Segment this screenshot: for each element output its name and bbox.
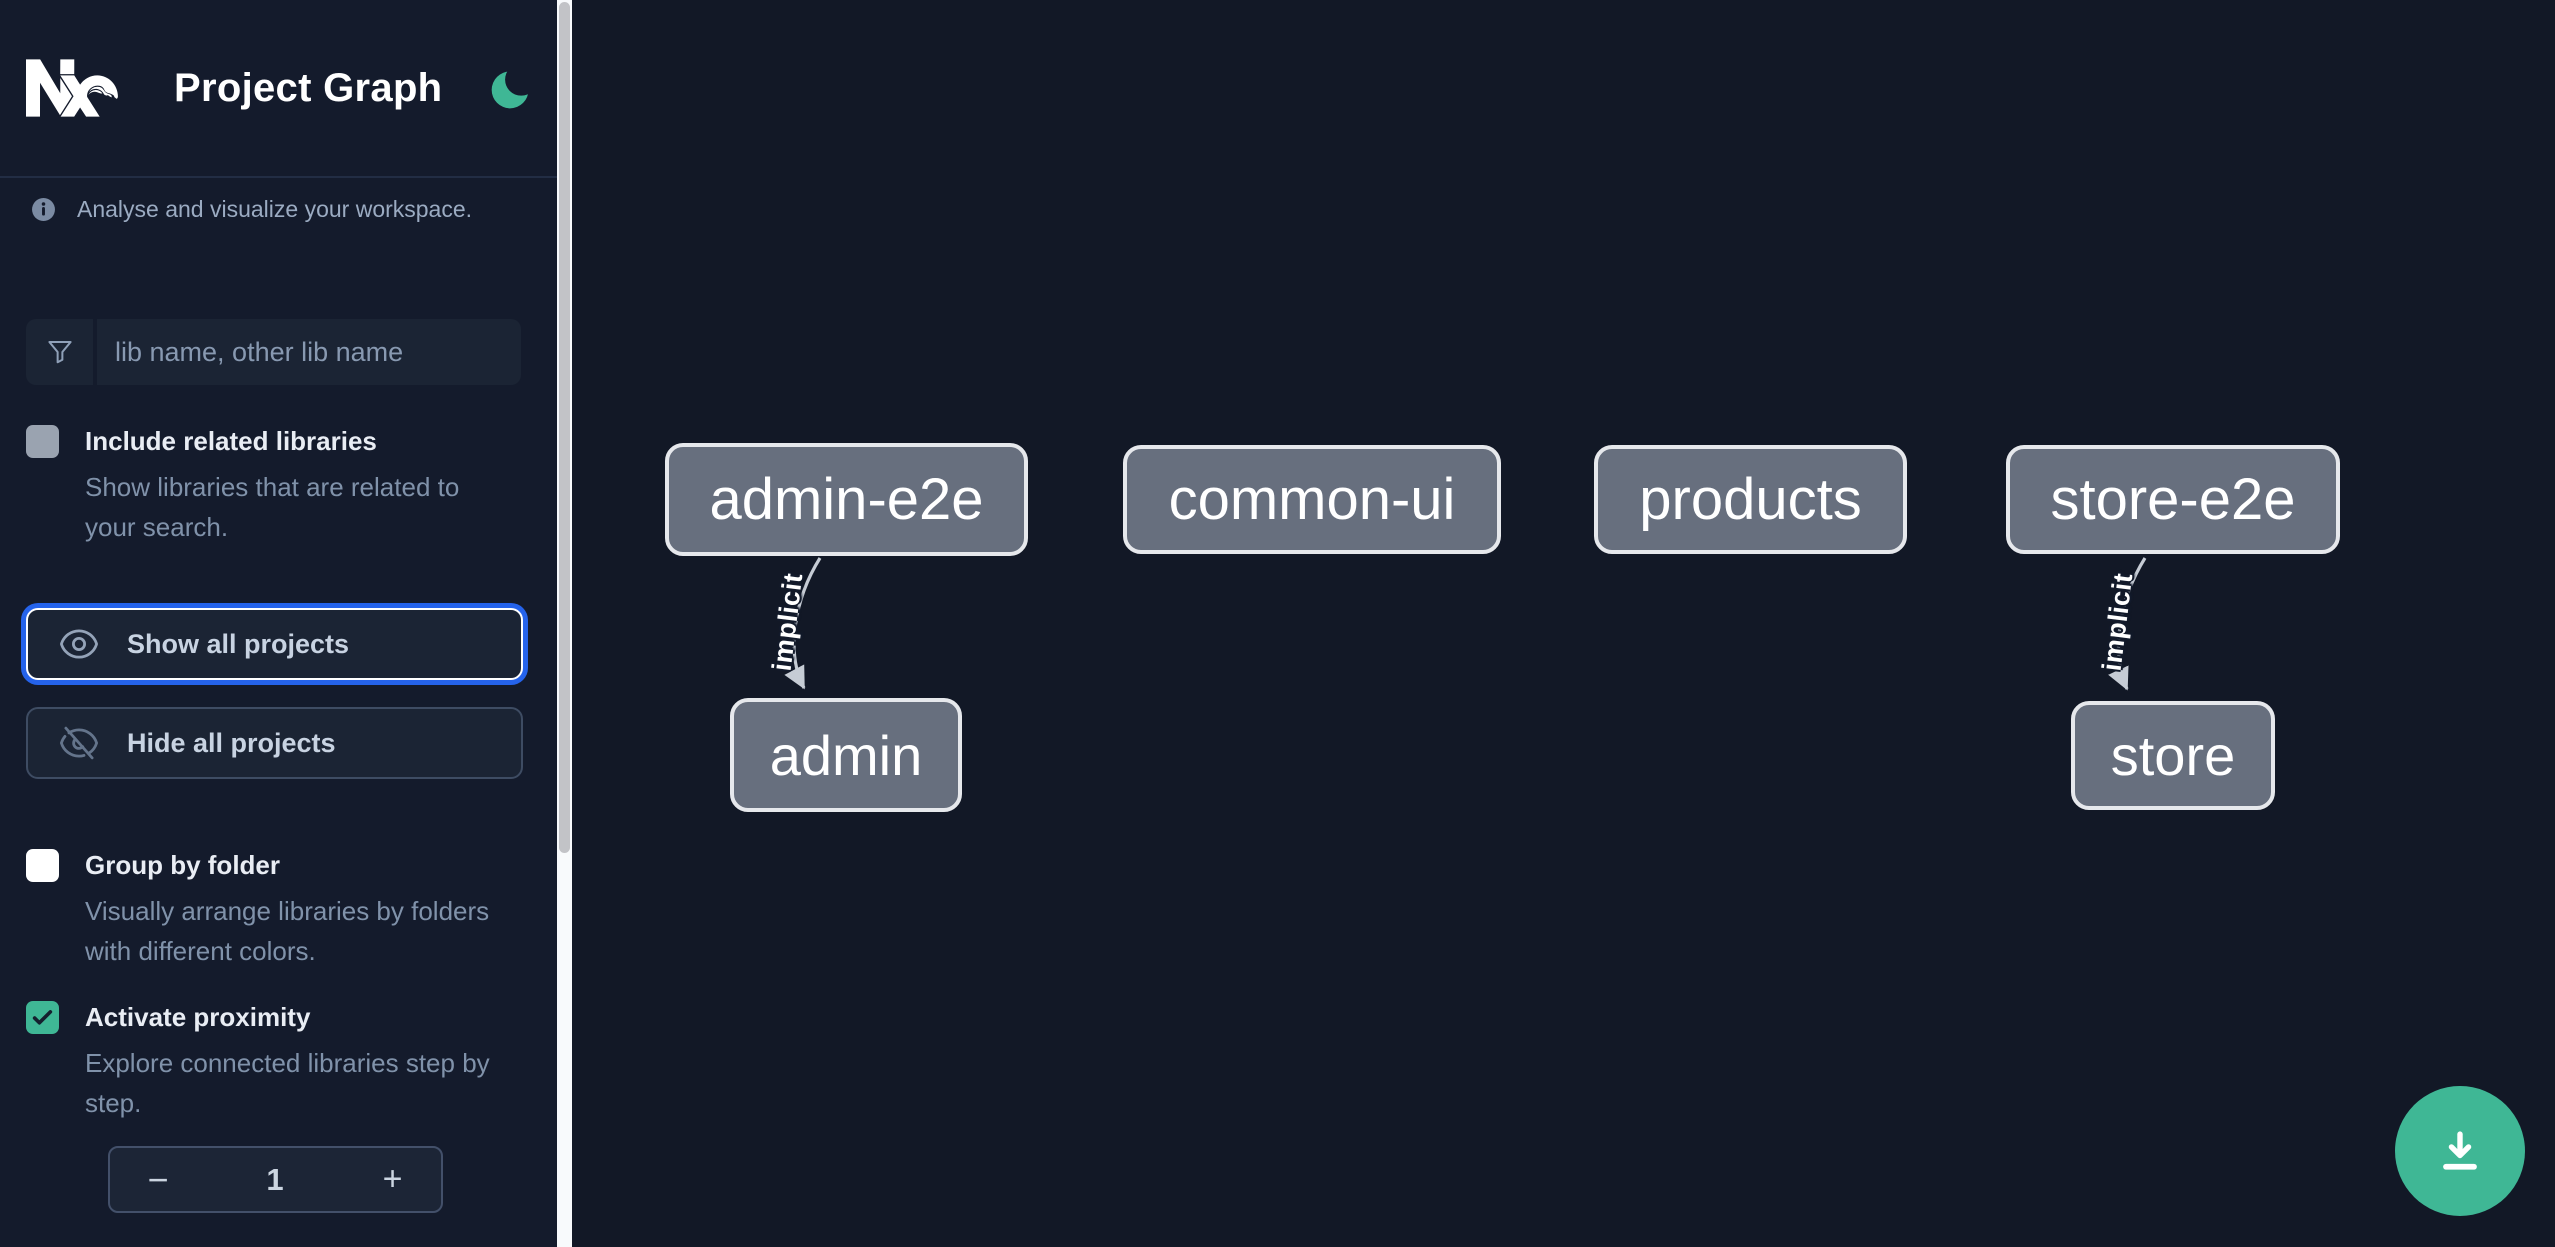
- intro-row: Analyse and visualize your workspace.: [31, 196, 472, 223]
- checkbox-group-by-folder[interactable]: [26, 849, 59, 882]
- graph-node-common-ui[interactable]: common-ui: [1123, 445, 1501, 554]
- sidebar: Project Graph Analyse and visualize your…: [0, 0, 557, 1247]
- graph-node-admin[interactable]: admin: [730, 698, 962, 812]
- show-all-projects-button[interactable]: Show all projects: [26, 608, 523, 680]
- activate-proximity-label[interactable]: Activate proximity: [85, 1002, 311, 1032]
- info-icon: [32, 198, 55, 221]
- activate-proximity-description: Explore connected libraries step by step…: [85, 1048, 490, 1118]
- graph-node-products[interactable]: products: [1594, 445, 1907, 554]
- intro-text: Analyse and visualize your workspace.: [77, 196, 473, 222]
- nx-logo-icon: [26, 59, 118, 117]
- group-by-folder-label[interactable]: Group by folder: [85, 850, 280, 880]
- group-by-folder-description: Visually arrange libraries by folders wi…: [85, 896, 490, 966]
- sidebar-scrollbar: [557, 0, 572, 1247]
- download-icon: [2443, 1131, 2477, 1170]
- eye-slash-icon: [59, 726, 99, 760]
- theme-toggle-button[interactable]: [488, 64, 536, 112]
- eye-icon: [60, 629, 98, 659]
- moon-icon: [492, 71, 529, 109]
- graph-edges-layer: [784, 557, 2147, 691]
- search-input[interactable]: [97, 319, 521, 385]
- checkbox-include-related[interactable]: [26, 425, 59, 458]
- proximity-value[interactable]: 1: [266, 1161, 284, 1197]
- scrollbar-thumb[interactable]: [559, 2, 570, 853]
- activate-proximity-row: Activate proximity Explore connected lib…: [26, 1001, 526, 1123]
- graph-node-admin-e2e[interactable]: admin-e2e: [665, 443, 1028, 556]
- graph-node-store[interactable]: store: [2071, 701, 2275, 810]
- include-related-row: Include related libraries Show libraries…: [26, 425, 526, 547]
- check-icon: [32, 1010, 53, 1025]
- graph-canvas[interactable]: implicit implicit admin-e2e common-ui pr…: [572, 0, 2555, 1247]
- proximity-stepper: − 1 +: [108, 1146, 443, 1213]
- include-related-label[interactable]: Include related libraries: [85, 426, 377, 456]
- edge-admin-e2e-to-admin[interactable]: [784, 557, 822, 690]
- sidebar-header: Project Graph: [0, 0, 557, 178]
- funnel-icon-cell: [26, 319, 97, 385]
- increment-button[interactable]: +: [344, 1148, 441, 1211]
- checkbox-activate-proximity[interactable]: [26, 1001, 59, 1034]
- hide-all-label: Hide all projects: [127, 727, 336, 758]
- group-by-folder-row: Group by folder Visually arrange librari…: [26, 849, 526, 971]
- graph-node-store-e2e[interactable]: store-e2e: [2006, 445, 2340, 554]
- page-title: Project Graph: [174, 65, 443, 110]
- download-button[interactable]: [2395, 1086, 2525, 1216]
- hide-all-projects-button[interactable]: Hide all projects: [26, 707, 523, 779]
- show-all-label: Show all projects: [127, 628, 350, 659]
- decrement-button[interactable]: −: [110, 1148, 206, 1211]
- funnel-icon: [47, 341, 72, 364]
- filter-input-group: [26, 319, 521, 385]
- edge-store-e2e-to-store[interactable]: [2108, 557, 2147, 691]
- include-related-description: Show libraries that are related to your …: [85, 472, 460, 542]
